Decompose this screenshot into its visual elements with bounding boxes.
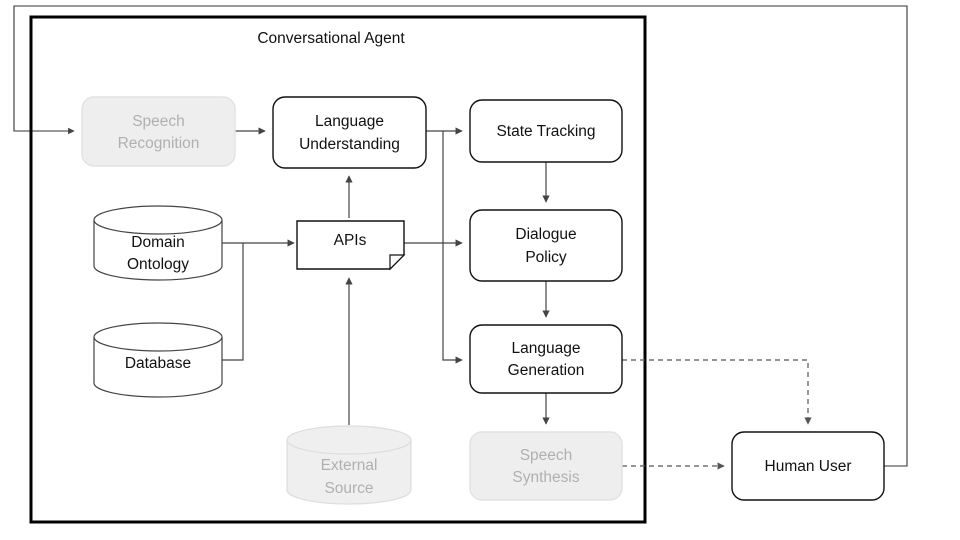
human-user-label: Human User <box>765 458 852 475</box>
dialogue-policy-shape[interactable] <box>469 209 623 282</box>
speech-recognition-shape[interactable] <box>81 96 236 167</box>
database-top-icon <box>93 322 223 352</box>
edge-language-understanding-to-language-generation <box>442 131 463 364</box>
domain-ontology-label-line2: Ontology <box>127 256 189 273</box>
state-tracking-shape[interactable] <box>469 99 623 163</box>
external-source-label-line2: Source <box>324 480 373 497</box>
node-external-source[interactable]: External Source <box>286 425 412 505</box>
edge-language-generation-to-human-user <box>622 359 812 425</box>
node-database[interactable]: Database <box>93 322 223 398</box>
node-state-tracking[interactable]: State Tracking <box>469 99 623 163</box>
human-user-shape[interactable] <box>731 431 885 501</box>
database-body[interactable] <box>93 337 223 398</box>
domain-ontology-body[interactable] <box>93 220 223 281</box>
language-generation-label-line1: Language <box>512 340 581 357</box>
language-understanding-label-line2: Understanding <box>299 136 400 153</box>
node-language-understanding[interactable]: Language Understanding <box>272 96 427 169</box>
node-apis[interactable]: APIs <box>296 220 406 271</box>
apis-corner-fold-icon <box>389 254 406 271</box>
edge-database-to-apis <box>222 243 244 361</box>
external-source-label-line1: External <box>321 457 378 474</box>
node-speech-recognition[interactable]: Speech Recognition <box>81 96 236 167</box>
dialogue-policy-label-line2: Policy <box>525 249 567 266</box>
state-tracking-label-line1: State Tracking <box>496 123 595 140</box>
speech-synthesis-label-line1: Speech <box>520 447 573 464</box>
language-understanding-shape[interactable] <box>272 96 427 169</box>
dialogue-policy-label-line1: Dialogue <box>515 226 576 243</box>
language-generation-label-line2: Generation <box>508 362 585 379</box>
node-human-user[interactable]: Human User <box>731 431 885 501</box>
speech-recognition-label-line2: Recognition <box>118 135 200 152</box>
language-generation-shape[interactable] <box>469 324 623 394</box>
diagram-title: Conversational Agent <box>257 30 405 47</box>
apis-label: APIs <box>334 232 367 249</box>
node-dialogue-policy[interactable]: Dialogue Policy <box>469 209 623 282</box>
external-source-top-icon <box>286 425 412 455</box>
speech-synthesis-label-line2: Synthesis <box>512 469 579 486</box>
node-domain-ontology[interactable]: Domain Ontology <box>93 205 223 281</box>
node-language-generation[interactable]: Language Generation <box>469 324 623 394</box>
node-speech-synthesis[interactable]: Speech Synthesis <box>469 431 623 501</box>
database-label: Database <box>125 355 191 372</box>
domain-ontology-top-icon <box>93 205 223 235</box>
language-understanding-label-line1: Language <box>315 113 384 130</box>
external-source-body[interactable] <box>286 440 412 505</box>
speech-synthesis-shape[interactable] <box>469 431 623 501</box>
conversational-agent-container <box>29 15 647 524</box>
edge-human-user-to-speech-recognition <box>13 5 908 467</box>
speech-recognition-label-line1: Speech <box>132 113 185 130</box>
domain-ontology-label-line1: Domain <box>131 234 184 251</box>
